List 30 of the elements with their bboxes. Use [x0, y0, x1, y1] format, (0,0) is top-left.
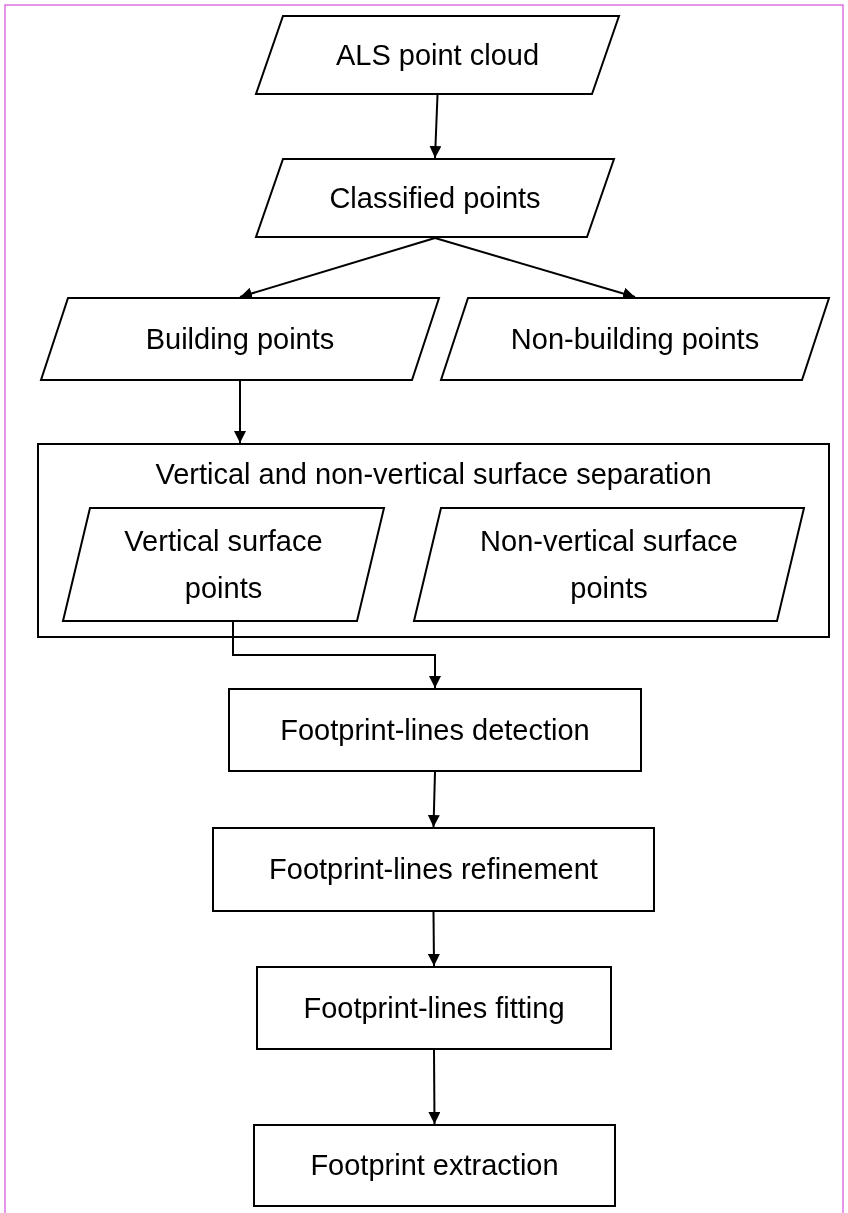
node-label: ALS point cloud: [335, 37, 540, 73]
node-label: Footprint extraction: [310, 1148, 559, 1183]
node-label: Footprint-lines detection: [280, 712, 590, 748]
node-label: Non-vertical surface points: [479, 524, 739, 606]
arrow: [427, 911, 440, 967]
node-label: Vertical surface points: [123, 524, 324, 606]
data-parallelogram: [255, 158, 615, 238]
node-label: Footprint-lines refinement: [269, 852, 598, 887]
node-label: Non-building points: [510, 321, 760, 357]
arrow: [239, 237, 436, 300]
process-box: [212, 827, 655, 912]
process-box: [253, 1124, 616, 1207]
data-parallelogram: [440, 297, 830, 381]
data-parallelogram: [40, 297, 440, 381]
data-parallelogram: [62, 507, 385, 622]
arrow: [232, 621, 441, 689]
node-label: Footprint-lines fitting: [303, 990, 565, 1026]
data-parallelogram: [255, 15, 620, 95]
arrow: [234, 380, 246, 444]
node-label: Building points: [145, 321, 335, 357]
node-label: Classified points: [329, 180, 541, 216]
process-box: [228, 688, 642, 772]
group-box: [37, 443, 830, 638]
process-box: [256, 966, 612, 1050]
data-parallelogram: [413, 507, 805, 622]
group-title: Vertical and non-vertical surface separation: [155, 456, 712, 492]
arrow: [427, 771, 440, 828]
arrow: [434, 237, 636, 300]
arrow: [429, 94, 442, 159]
arrow: [428, 1049, 441, 1125]
